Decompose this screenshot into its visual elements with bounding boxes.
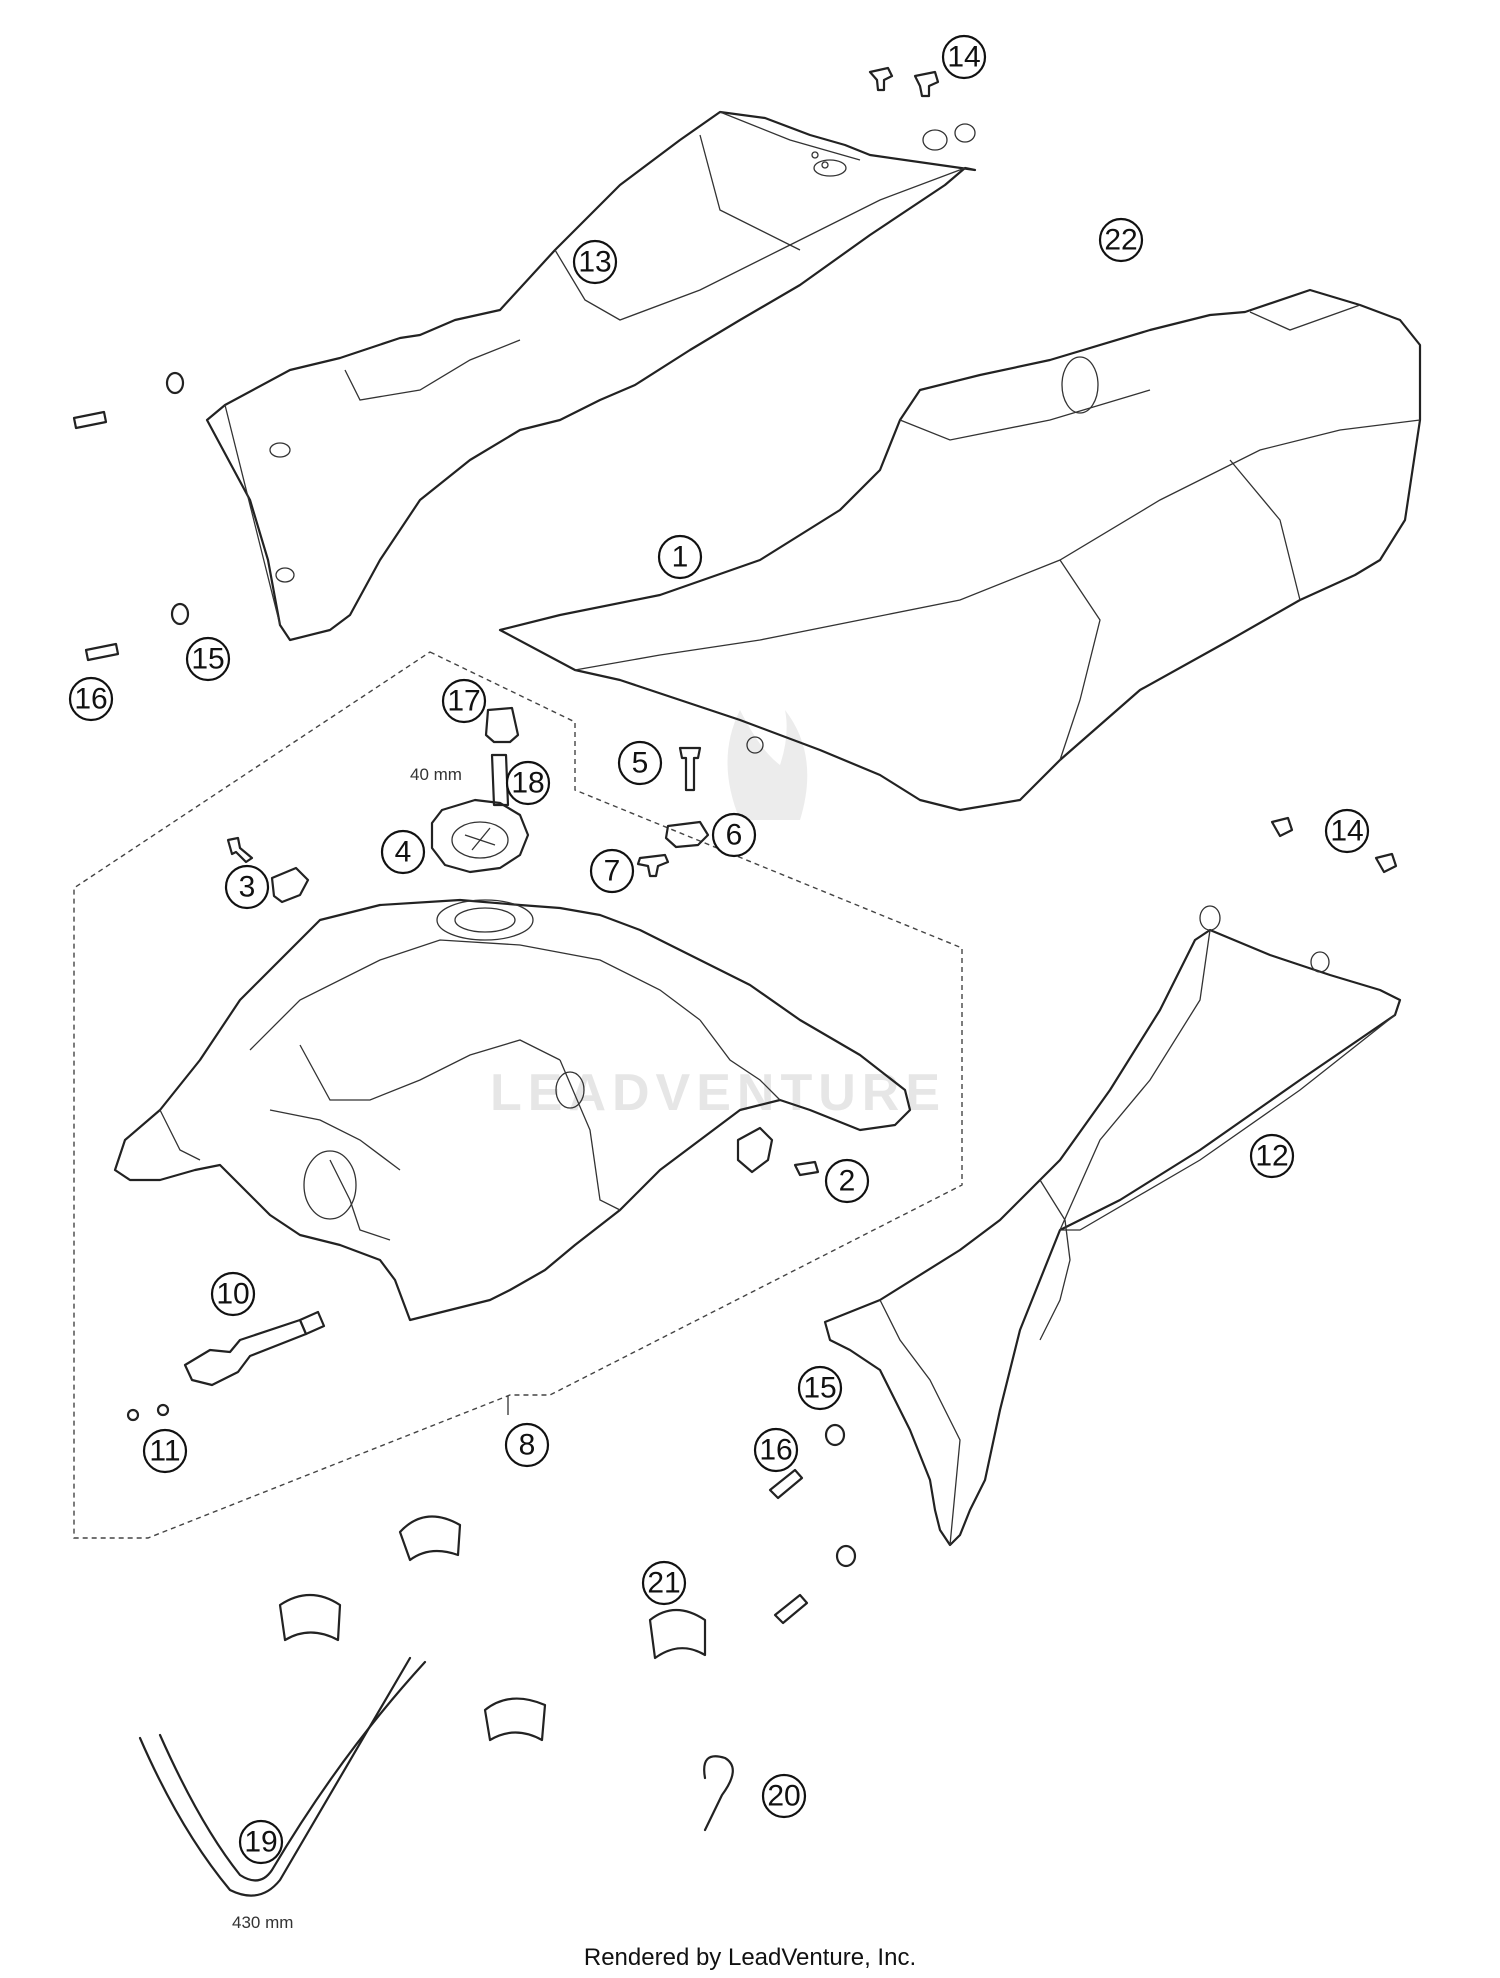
svg-text:11: 11 (149, 1435, 180, 1468)
svg-text:17: 17 (447, 685, 480, 718)
svg-text:1: 1 (672, 541, 689, 574)
callout-16-left: 16 (68, 676, 114, 722)
callout-13: 13 (572, 239, 618, 285)
svg-text:12: 12 (1255, 1140, 1288, 1173)
svg-text:2: 2 (839, 1165, 856, 1198)
svg-text:10: 10 (216, 1278, 249, 1311)
svg-text:21: 21 (647, 1567, 680, 1600)
svg-text:4: 4 (395, 836, 412, 869)
hardware-parts (72, 66, 1398, 1897)
svg-text:14: 14 (1330, 815, 1363, 848)
svg-text:18: 18 (511, 767, 544, 800)
callout-22: 22 (1098, 217, 1144, 263)
svg-text:15: 15 (803, 1372, 836, 1405)
callout-12: 12 (1249, 1133, 1295, 1179)
callout-18: 18 (505, 760, 551, 806)
callout-15-lower: 15 (797, 1365, 843, 1411)
seat-1 (498, 288, 1422, 812)
callout-14-top: 14 (941, 34, 987, 80)
callout-11: 11 (142, 1428, 188, 1474)
svg-text:14: 14 (947, 41, 980, 74)
svg-text:22: 22 (1104, 224, 1137, 257)
svg-text:5: 5 (632, 747, 649, 780)
svg-text:16: 16 (759, 1434, 792, 1467)
svg-text:15: 15 (191, 643, 224, 676)
side-panel-12 (823, 905, 1402, 1547)
watermark-text: LEADVENTURE (490, 1064, 946, 1122)
watermark: LEADVENTURE (490, 710, 946, 1122)
callout-21: 21 (641, 1560, 687, 1606)
svg-text:19: 19 (244, 1826, 277, 1859)
callout-2: 2 (824, 1158, 870, 1204)
render-credit: Rendered by LeadVenture, Inc. (583, 1944, 917, 1971)
svg-text:7: 7 (604, 855, 621, 888)
hose-19-length-label: 430 mm (232, 1913, 293, 1932)
callout-8: 8 (504, 1422, 550, 1468)
callout-17: 17 (441, 678, 487, 724)
fuel-cap-4 (430, 798, 530, 874)
callout-1: 1 (657, 534, 703, 580)
callout-15-left: 15 (185, 636, 231, 682)
svg-text:20: 20 (767, 1780, 800, 1813)
fuel-tank-8 (113, 898, 912, 1322)
callout-7: 7 (589, 848, 635, 894)
callout-6: 6 (711, 812, 757, 858)
callout-20: 20 (761, 1773, 807, 1819)
callout-16-lower: 16 (753, 1427, 799, 1473)
callout-14-right: 14 (1324, 808, 1370, 854)
svg-text:16: 16 (74, 683, 107, 716)
hose-18-length-label: 40 mm (410, 765, 462, 784)
callout-10: 10 (210, 1271, 256, 1317)
callout-4: 4 (380, 829, 426, 875)
side-panel-13 (205, 110, 977, 642)
svg-text:8: 8 (519, 1429, 536, 1462)
callout-3: 3 (224, 864, 270, 910)
svg-text:6: 6 (726, 819, 743, 852)
svg-text:3: 3 (239, 871, 256, 904)
callout-5: 5 (617, 740, 663, 786)
callout-19: 19 (238, 1819, 284, 1865)
svg-text:13: 13 (578, 246, 611, 279)
